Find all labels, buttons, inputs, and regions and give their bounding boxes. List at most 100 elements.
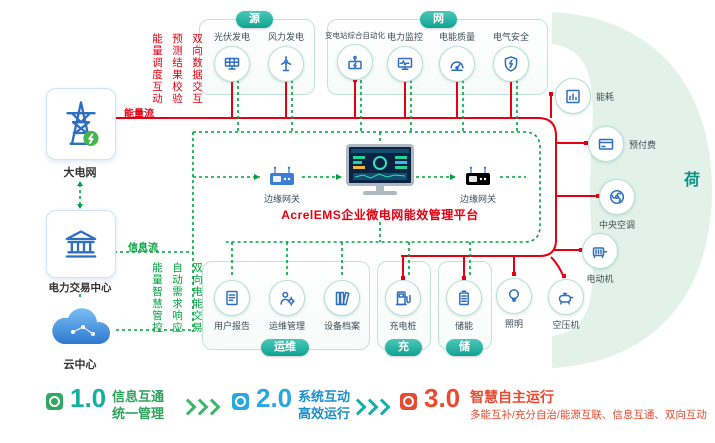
- node-label: 中央空调: [598, 220, 635, 230]
- legend-stage1-icon: [46, 393, 63, 410]
- vertical-note: 自动需求响应: [171, 262, 183, 334]
- substation-node-circle: [337, 44, 373, 80]
- edge-gateway-right: 边缘网关: [452, 165, 504, 205]
- central-ac-node: 中央空调: [587, 179, 647, 231]
- om-management-icon: [280, 291, 295, 306]
- substation-automation-node: 变电站综合自动化: [325, 30, 385, 80]
- legend-stage3-version: 3.0: [424, 383, 461, 413]
- trading-center-label: 电力交易中心: [48, 282, 112, 294]
- legend-stage3-description: 多能互补/充分自治/能源互联、信息互通、双向互动: [470, 409, 707, 421]
- legend-stage3-title: 智慧自主运行: [470, 389, 554, 405]
- lighting-circle: [496, 278, 532, 314]
- wind-turbine-icon: [280, 55, 292, 72]
- trading-center-card: [46, 210, 116, 278]
- node-label: 电动机: [586, 274, 614, 284]
- monitor-stand-base: [363, 191, 397, 195]
- power-monitoring-icon: [397, 57, 413, 71]
- legend-stage2-text: 系统互动 高效运行: [298, 388, 350, 422]
- info-flow-lines: [79, 80, 541, 332]
- gateway-label: 边缘网关: [263, 194, 300, 204]
- motor-node: 电动机: [570, 233, 630, 285]
- charging-group-pill: 充: [385, 339, 422, 356]
- node-label: 能耗: [596, 91, 615, 102]
- substation-automation-icon: [348, 55, 362, 70]
- dashboard-screenshot: [349, 147, 411, 183]
- node-label: 电气安全: [492, 32, 529, 42]
- legend-stage2-icon: [232, 393, 249, 410]
- node-label: 用户报告: [213, 321, 250, 331]
- grid-group-pill: 网: [420, 11, 457, 28]
- power-quality-node: 电能质量: [427, 30, 487, 82]
- node-label: 空压机: [552, 320, 580, 330]
- equipment-archive-circle: [324, 280, 360, 316]
- node-label: 照明: [504, 319, 523, 329]
- legend-stage2-version: 2.0: [256, 383, 293, 413]
- equipment-archive-icon: [335, 291, 350, 306]
- node-label: 风力发电: [267, 32, 304, 42]
- load-group-label: 荷: [684, 172, 701, 189]
- cloud-center-icon: [52, 308, 110, 344]
- air-compressor-node: 空压机: [536, 279, 596, 331]
- info-flow-arrows: [77, 174, 456, 209]
- node-label: 变电站综合自动化: [325, 31, 385, 40]
- prepaid-circle: [588, 126, 624, 162]
- charging-pile-node: 充电桩: [373, 280, 433, 332]
- charging-pile-icon: [395, 291, 411, 306]
- om-management-circle: [269, 280, 305, 316]
- air-compressor-circle: [548, 279, 584, 315]
- monitor-screen: [346, 144, 414, 186]
- transmission-tower-icon: [66, 101, 99, 146]
- solar-panel-icon: [224, 57, 240, 70]
- vertical-note: 能量智慧管控: [151, 262, 163, 334]
- main-grid-card: [46, 88, 116, 160]
- power-monitoring-node: 电力监控: [375, 30, 435, 82]
- node-label: 充电桩: [389, 321, 417, 331]
- power-quality-icon: [450, 61, 464, 71]
- pv-node-circle: [214, 46, 250, 82]
- energy-consumption-icon: [566, 89, 580, 104]
- wind-node-circle: [268, 46, 304, 82]
- main-grid-label: 大电网: [63, 167, 97, 179]
- node-label: 预付费: [629, 139, 657, 150]
- node-label: 设备档案: [323, 321, 360, 331]
- node-label: 光伏发电: [213, 32, 250, 42]
- energy-flow-lines: [114, 80, 598, 279]
- source-group-pill: 源: [236, 11, 273, 28]
- equipment-archive-node: 设备档案: [312, 280, 372, 332]
- prepaid-node: 预付费: [588, 126, 656, 162]
- legend-line: 高效运行: [298, 406, 351, 421]
- energy-storage-circle: [446, 280, 482, 316]
- electrical-safety-icon: [504, 56, 518, 72]
- user-report-node: 用户报告: [202, 280, 262, 332]
- motor-circle: [582, 233, 618, 269]
- lighting-icon: [508, 289, 520, 302]
- vertical-note: 能量调度互动: [151, 33, 163, 105]
- air-compressor-icon: [558, 292, 574, 305]
- energy-storage-icon: [459, 290, 469, 306]
- energy-flow-label: 能量流: [124, 109, 154, 120]
- electrical-safety-node: 电气安全: [481, 30, 541, 82]
- power-quality-circle: [439, 46, 475, 82]
- operation-group-pill: 运维: [261, 339, 309, 356]
- edge-gateway-left: 边缘网关: [256, 165, 308, 205]
- trading-building-icon: [65, 230, 97, 258]
- energy-interaction-vertical-notes: 双向数据交互 预测结果校验 能量调度互动: [145, 33, 205, 105]
- cloud-center-label: 云中心: [63, 359, 97, 371]
- om-management-node: 运维管理: [257, 280, 317, 332]
- prepaid-icon: [598, 138, 614, 150]
- platform-title: AcrelEMS企业微电网能效管理平台: [281, 208, 479, 222]
- legend-line: 统一管理: [112, 406, 165, 421]
- central-ac-icon: [609, 189, 625, 205]
- wind-generation-node: 风力发电: [256, 30, 316, 82]
- legend-stage1-text: 信息互通 统一管理: [112, 388, 164, 422]
- power-monitoring-circle: [387, 46, 423, 82]
- edge-gateway-icon: [466, 166, 490, 185]
- energy-consumption-node: 能耗: [555, 78, 614, 114]
- vertical-note: 双向电能交易: [191, 262, 203, 334]
- lighting-node: 照明: [484, 278, 544, 330]
- legend-stage3-icon: [400, 393, 417, 410]
- legend-line: 系统互动: [298, 389, 351, 404]
- node-label: 电能质量: [438, 32, 475, 42]
- legend-stage1-version: 1.0: [70, 383, 107, 413]
